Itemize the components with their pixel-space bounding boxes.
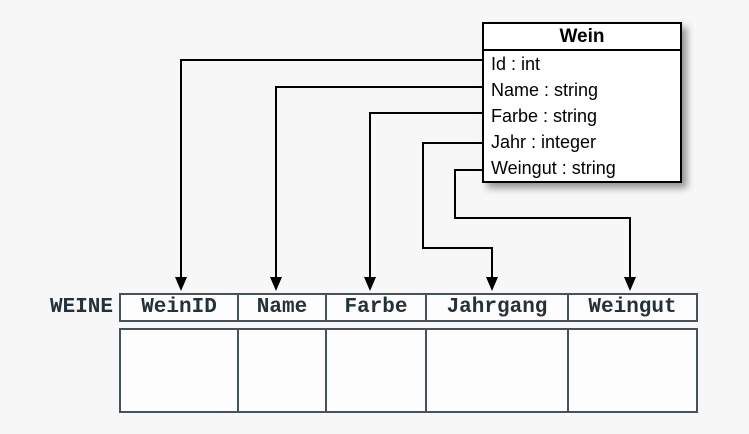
column-header-farbe: Farbe (325, 295, 425, 320)
arrowhead-jahrgang (486, 277, 498, 291)
class-attribute-id: Id : int (491, 54, 541, 74)
connector-farbe-to-farbe (369, 112, 482, 278)
class-attribute-weingut: Weingut : string (491, 158, 616, 178)
table-body-row (119, 328, 698, 413)
column-header-name: Name (237, 295, 325, 320)
class-attribute-farbe: Farbe : string (491, 106, 598, 126)
table-cell-name (237, 330, 325, 411)
table-cell-weingut (567, 330, 696, 411)
table-cell-jahrgang (425, 330, 567, 411)
class-box-wein: Wein Id : int Name : string Farbe : stri… (482, 22, 682, 183)
arrowhead-name (270, 277, 282, 291)
class-attribute-name: Name : string (491, 80, 599, 100)
arrowhead-farbe (364, 277, 376, 291)
arrowhead-weingut (624, 277, 636, 291)
class-attribute-jahr: Jahr : integer (491, 132, 597, 152)
column-header-jahrgang: Jahrgang (425, 295, 567, 320)
connector-name-to-name (275, 86, 482, 278)
table-name-label: WEINE (49, 296, 113, 319)
column-header-weinid: WeinID (141, 296, 217, 319)
connector-jahr-to-jahrgang (422, 142, 493, 278)
connector-id-to-weinid (180, 59, 482, 278)
table-cell-farbe (325, 330, 425, 411)
table-cell-weinid (121, 330, 237, 411)
column-header-weingut: Weingut (567, 295, 696, 320)
class-title: Wein (484, 24, 680, 51)
table-header-row: WeinID Name Farbe Jahrgang Weingut (119, 293, 698, 322)
arrowhead-weinid (175, 277, 187, 291)
connector-weingut-to-weingut (454, 169, 631, 278)
